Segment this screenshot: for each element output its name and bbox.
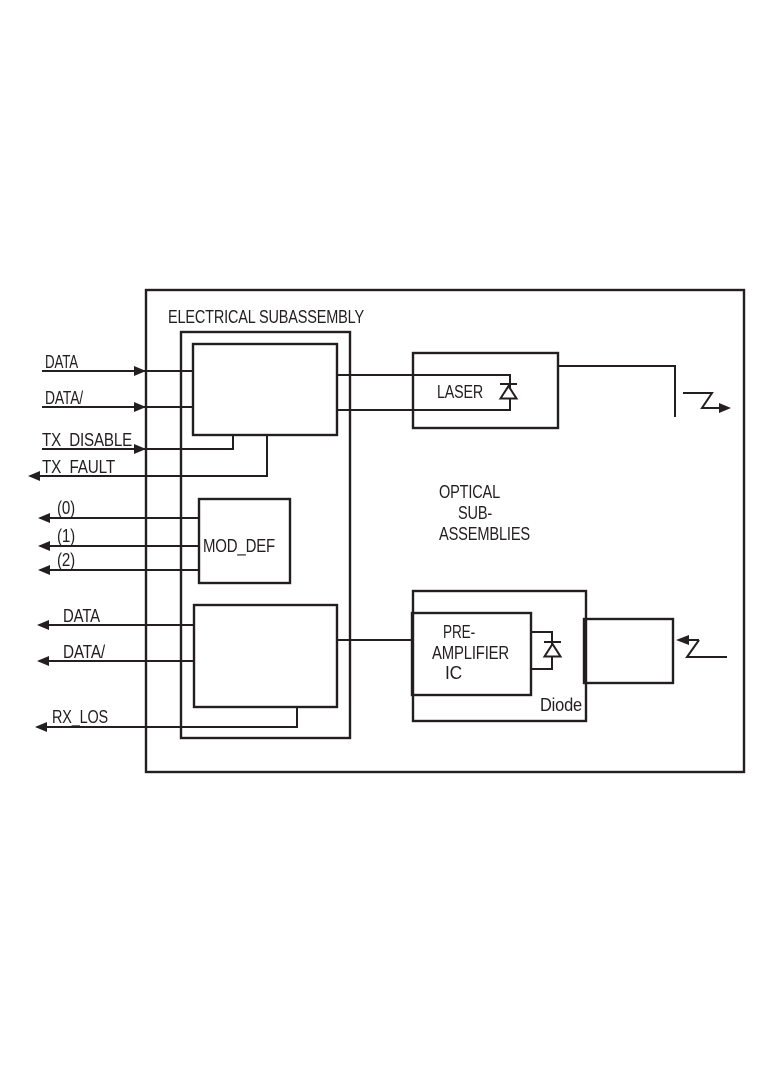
receiver-block [192, 603, 339, 709]
tosa-assembly: LASER [337, 351, 731, 430]
optical-label-line3: ASSEMBLIES [439, 524, 530, 544]
rx-fiber-zigzag [685, 639, 727, 658]
rx-data-label: DATA [63, 606, 100, 626]
preamp-label-line2: AMPLIFIER [432, 643, 509, 663]
photodiode-icon [542, 641, 563, 658]
left-arrowhead-icon [676, 635, 689, 645]
left-arrowhead-icon [38, 565, 50, 575]
mod-def-0-label: (0) [57, 498, 75, 518]
preamp-label-line1: PRE- [443, 622, 475, 642]
electrical-subassembly-box [179, 330, 352, 740]
signal-rx-los: RX_LOS [35, 706, 298, 732]
tx-fault-label: TX_FAULT [42, 457, 115, 478]
left-arrowhead-icon [37, 656, 49, 666]
optical-subassemblies-label: OPTICAL SUB- ASSEMBLIES [439, 482, 530, 544]
signal-tx-fault: TX_FAULT [28, 434, 268, 481]
module-boundary-box [144, 288, 746, 774]
mod-def-2-label: (2) [57, 550, 75, 570]
laser-diode-triangle [498, 384, 519, 400]
signal-mod-def-0: (0) [38, 498, 199, 523]
preamp-label-line3: IC [445, 663, 462, 683]
tx-data-bar-label: DATA/ [45, 388, 83, 408]
tx-fiber-arrow [683, 392, 731, 413]
rx-fiber-arrow [676, 635, 727, 658]
diode-label: Diode [540, 695, 582, 715]
rx-los-label: RX_LOS [52, 707, 108, 728]
mod-def-block [197, 497, 292, 585]
rosa-assembly: PRE- AMPLIFIER IC Diode [337, 589, 727, 723]
optical-label-line1: OPTICAL [439, 482, 500, 502]
right-arrowhead-icon [719, 403, 731, 413]
mod-def-label: MOD_DEF [203, 536, 275, 557]
signal-tx-data-bar: DATA/ [42, 388, 193, 412]
left-arrowhead-icon [38, 513, 50, 523]
left-arrowhead-icon [35, 722, 47, 732]
optical-label-line2: SUB- [458, 503, 492, 523]
signal-mod-def-2: (2) [38, 550, 199, 575]
photodiode-triangle [542, 642, 563, 658]
laser-label: LASER [437, 382, 483, 402]
signal-rx-data-bar: DATA/ [37, 642, 194, 666]
right-arrowhead-icon [134, 444, 146, 454]
left-arrowhead-icon [37, 620, 49, 630]
left-arrowhead-icon [28, 471, 40, 481]
right-arrowhead-icon [134, 366, 146, 376]
tosa-box [411, 351, 560, 430]
tx-optical-path [558, 365, 676, 417]
tx-fiber-zigzag [683, 392, 719, 409]
preamp-block [410, 611, 533, 697]
tx-data-label: DATA [45, 352, 78, 372]
tx-disable-label: TX_DISABLE [42, 430, 132, 451]
right-arrowhead-icon [134, 402, 146, 412]
laser-driver-block [191, 342, 339, 437]
signal-tx-data: DATA [42, 352, 193, 376]
signal-rx-data: DATA [37, 606, 194, 630]
electrical-subassembly-title: ELECTRICAL SUBASSEMBLY [168, 307, 364, 327]
mod-def-1-label: (1) [57, 526, 75, 546]
left-arrowhead-icon [38, 541, 50, 551]
signal-mod-def-1: (1) [38, 526, 199, 551]
signal-tx-disable: TX_DISABLE [42, 430, 234, 454]
rx-data-bar-label: DATA/ [63, 642, 105, 662]
rx-receptacle-box [582, 617, 675, 685]
laser-diode-icon [498, 383, 519, 400]
